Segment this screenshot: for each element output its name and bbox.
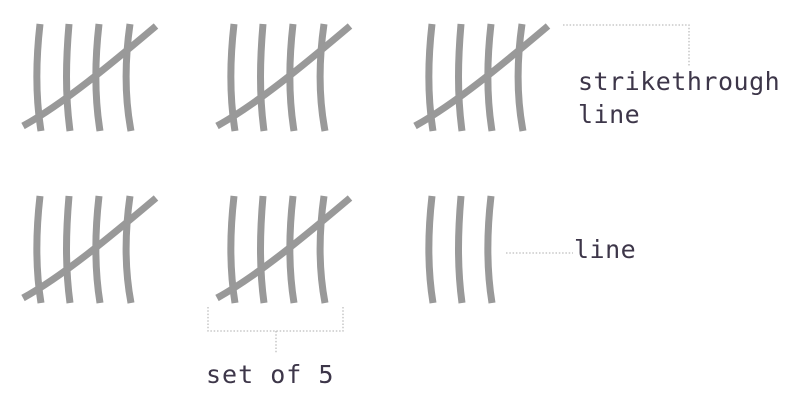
- tally-stroke: [514, 23, 527, 132]
- tally-stroke: [257, 195, 268, 304]
- tally-marks-layer: [21, 23, 551, 304]
- tally-group: [215, 195, 353, 304]
- tally-group: [425, 195, 496, 304]
- tally-stroke: [425, 195, 437, 304]
- tally-strikethrough: [413, 23, 551, 130]
- tally-strikethrough: [215, 23, 353, 130]
- set-of-5-bracket: [207, 307, 344, 353]
- tally-stroke: [316, 195, 329, 304]
- tally-group: [21, 195, 159, 304]
- set-of-5-label: set of 5: [206, 360, 335, 389]
- tally-stroke: [63, 23, 74, 132]
- tally-stroke: [63, 195, 74, 304]
- tally-stroke: [455, 23, 466, 132]
- strikethrough-label-line-2: line: [578, 100, 641, 129]
- strikethrough-line-label: strikethrough line: [578, 65, 780, 131]
- annotations-layer: [207, 24, 690, 353]
- line-label: line: [574, 235, 637, 264]
- tally-strikethrough: [215, 195, 353, 302]
- tally-strikethrough: [21, 195, 159, 302]
- tally-group: [413, 23, 551, 132]
- tally-stroke: [455, 195, 466, 304]
- tally-strikethrough: [21, 23, 159, 130]
- strikethrough-label-line-1: strikethrough: [578, 67, 781, 96]
- tally-stroke: [484, 195, 496, 304]
- tally-stroke: [257, 23, 268, 132]
- tally-stroke: [122, 195, 135, 304]
- tally-group: [215, 23, 353, 132]
- tally-stroke: [122, 23, 135, 132]
- strikethrough-leader-line: [563, 24, 690, 66]
- tally-stroke: [316, 23, 329, 132]
- tally-group: [21, 23, 159, 132]
